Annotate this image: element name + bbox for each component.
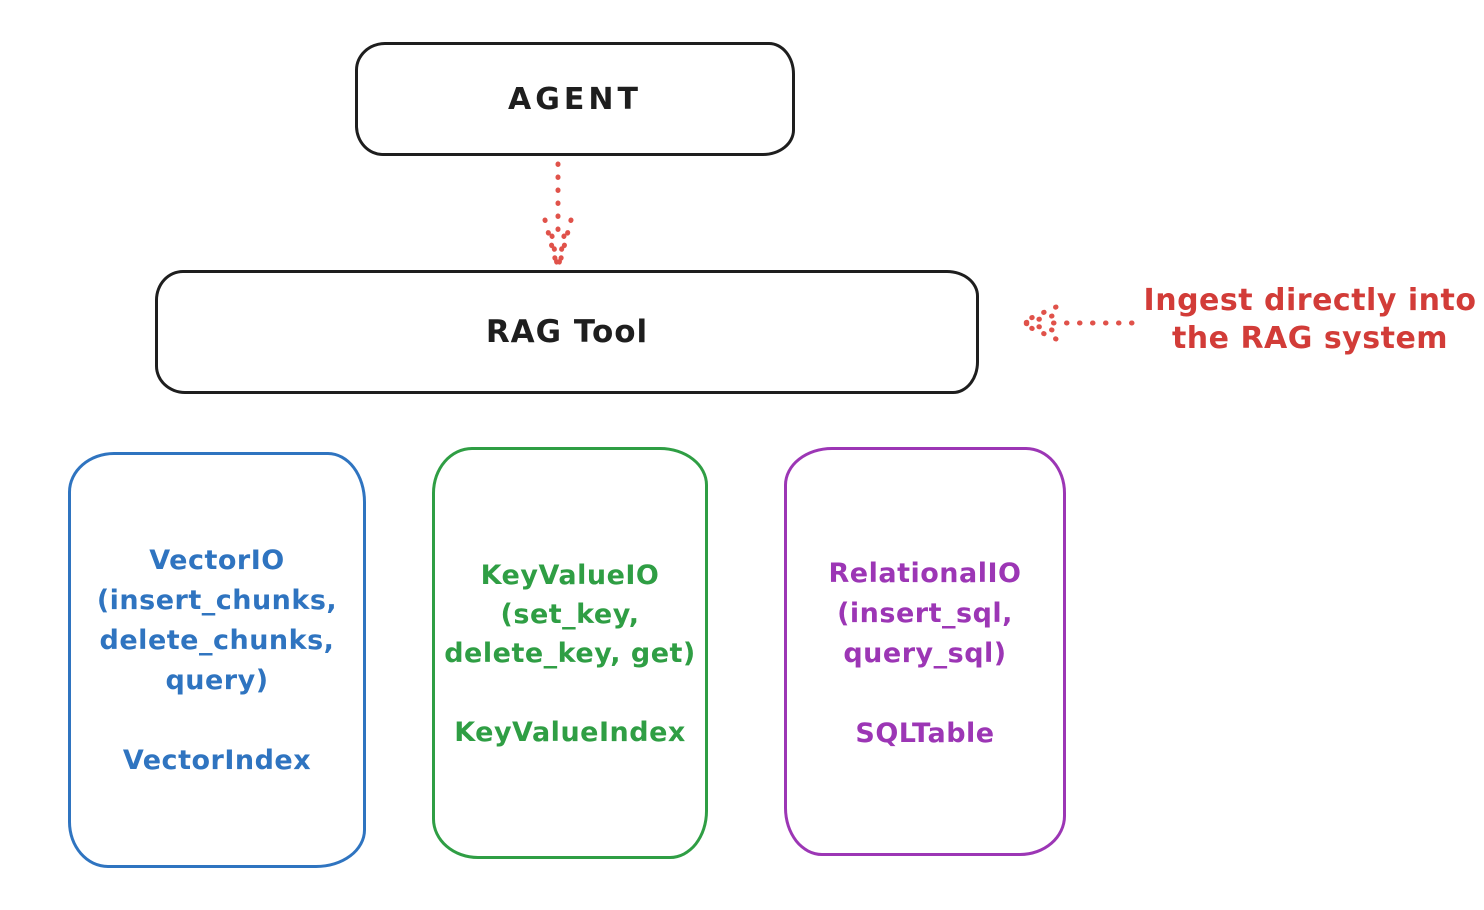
relationalio-methods-line2: query_sql) — [843, 638, 1007, 669]
agent-box: AGENT — [355, 42, 795, 156]
agent-label: AGENT — [508, 81, 642, 117]
keyvalueio-methods-line1: (set_key, — [500, 599, 640, 630]
rag-tool-box: RAG Tool — [155, 270, 979, 394]
ingest-arrow-icon — [1019, 304, 1135, 342]
vectorio-methods-line1: (insert_chunks, — [96, 585, 338, 616]
vectorio-methods-line3: query) — [165, 665, 269, 696]
vectorio-index-label: VectorIndex — [122, 745, 312, 776]
keyvalueio-title: KeyValueIO — [480, 560, 660, 591]
vectorio-title: VectorIO — [149, 545, 285, 576]
relationalio-title: RelationalIO — [828, 558, 1022, 589]
relationalio-card: RelationalIO (insert_sql, query_sql) SQL… — [784, 447, 1066, 856]
relationalio-table-label: SQLTable — [855, 718, 995, 749]
ingest-annotation-line2: the RAG system — [1171, 321, 1449, 356]
vectorio-methods-line2: delete_chunks, — [99, 625, 335, 656]
keyvalueio-methods-line2: delete_key, get) — [444, 638, 696, 669]
keyvalueio-index-label: KeyValueIndex — [454, 717, 686, 748]
ingest-annotation-line1: Ingest directly into — [1143, 283, 1477, 318]
agent-to-rag-arrow-icon — [542, 161, 574, 269]
ingest-annotation: Ingest directly into the RAG system — [1135, 282, 1484, 358]
relationalio-methods-line1: (insert_sql, — [837, 598, 1013, 629]
keyvalueio-card: KeyValueIO (set_key, delete_key, get) Ke… — [432, 447, 708, 859]
rag-tool-label: RAG Tool — [485, 314, 649, 350]
vectorio-card: VectorIO (insert_chunks, delete_chunks, … — [68, 452, 366, 868]
